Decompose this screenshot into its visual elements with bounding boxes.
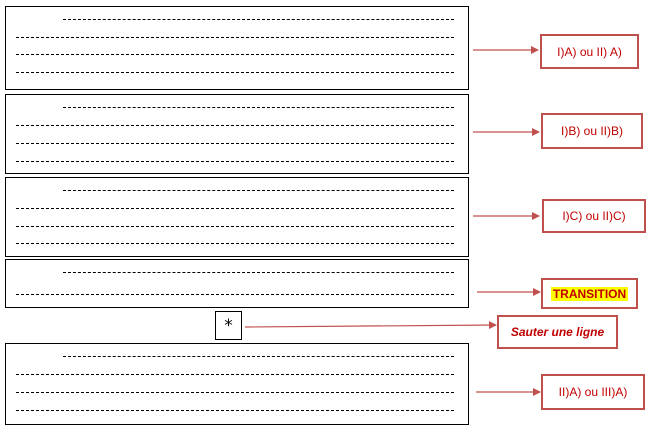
label-text: I)C) ou II)C) [562, 209, 626, 223]
text-line [16, 54, 454, 55]
label-ib-iib: I)B) ou II)B) [541, 113, 643, 149]
text-line [16, 294, 454, 295]
text-line [16, 161, 454, 162]
label-transition: TRANSITION [541, 278, 638, 309]
text-line [16, 392, 454, 393]
label-text: Sauter une ligne [510, 325, 605, 339]
indented-line [63, 190, 454, 191]
paragraph-block-2 [5, 94, 469, 174]
transition-block [5, 259, 469, 308]
paragraph-block-1 [5, 6, 469, 90]
text-line [16, 410, 454, 411]
label-text-highlighted: TRANSITION [550, 286, 629, 301]
text-line [16, 125, 454, 126]
text-line [16, 208, 454, 209]
separator-star: * [224, 315, 233, 336]
label-text: II)A) ou III)A) [558, 385, 628, 399]
text-line [16, 37, 454, 38]
paragraph-block-3 [5, 177, 469, 257]
label-skip-line: Sauter une ligne [497, 315, 618, 349]
indented-line [63, 107, 454, 108]
text-line [16, 143, 454, 144]
text-line [16, 72, 454, 73]
indented-line [63, 272, 454, 273]
label-ia-iia: I)A) ou II) A) [540, 34, 639, 69]
text-line [16, 243, 454, 244]
indented-line [63, 19, 454, 20]
label-iia-iiia: II)A) ou III)A) [541, 374, 645, 410]
text-line [16, 374, 454, 375]
label-ic-iic: I)C) ou II)C) [542, 199, 646, 233]
text-line [16, 226, 454, 227]
separator-star-box: * [215, 311, 242, 340]
indented-line [63, 356, 454, 357]
paragraph-block-5 [5, 343, 469, 425]
label-text: I)A) ou II) A) [557, 44, 622, 59]
label-text: I)B) ou II)B) [560, 124, 623, 138]
arrow-5 [244, 321, 497, 330]
